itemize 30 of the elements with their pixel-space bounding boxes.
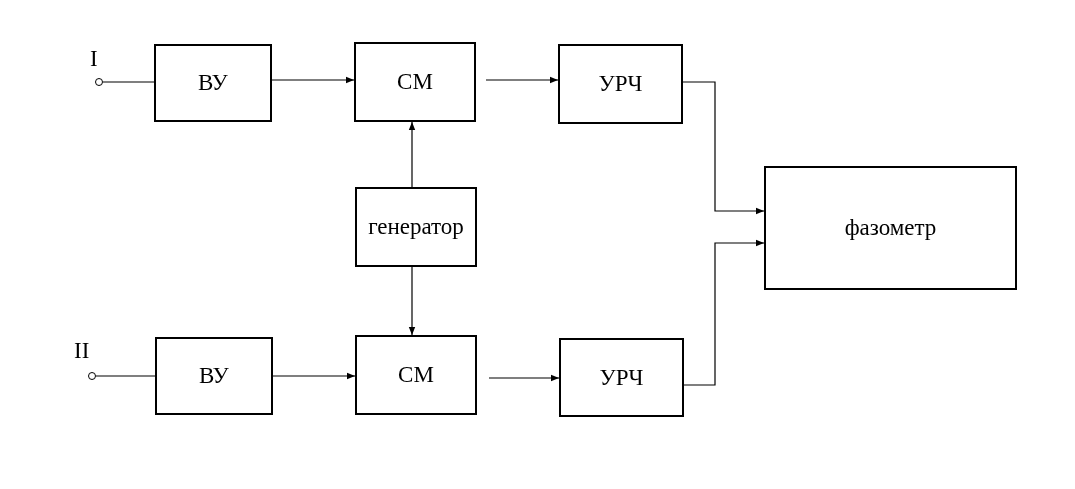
block-box bbox=[559, 338, 684, 417]
block-box bbox=[355, 335, 477, 415]
arrow bbox=[408, 266, 416, 336]
block-box bbox=[355, 187, 477, 267]
block-box bbox=[558, 44, 683, 124]
block-box bbox=[764, 166, 1017, 290]
arrow bbox=[488, 374, 560, 382]
block-label: фазометр bbox=[844, 215, 937, 241]
block-label: УРЧ bbox=[599, 364, 644, 391]
input-label: II bbox=[74, 338, 90, 364]
block-label: СМ bbox=[398, 362, 434, 388]
arrow bbox=[272, 372, 356, 380]
input-terminal bbox=[88, 372, 96, 380]
connector-line bbox=[102, 81, 155, 83]
arrow bbox=[683, 239, 765, 386]
block-box bbox=[154, 44, 272, 122]
block-label: СМ bbox=[397, 69, 433, 95]
arrow bbox=[682, 81, 765, 215]
connector-line bbox=[95, 375, 156, 377]
block-box bbox=[354, 42, 476, 122]
block-box bbox=[155, 337, 273, 415]
input-terminal bbox=[95, 78, 103, 86]
arrow bbox=[408, 121, 416, 188]
arrow bbox=[271, 76, 355, 84]
block-label: УРЧ bbox=[598, 71, 643, 97]
input-label: I bbox=[90, 46, 98, 72]
block-label: генератор bbox=[368, 214, 464, 240]
block-label: ВУ bbox=[199, 363, 229, 389]
arrow bbox=[485, 76, 559, 84]
block-label: ВУ bbox=[198, 70, 228, 96]
